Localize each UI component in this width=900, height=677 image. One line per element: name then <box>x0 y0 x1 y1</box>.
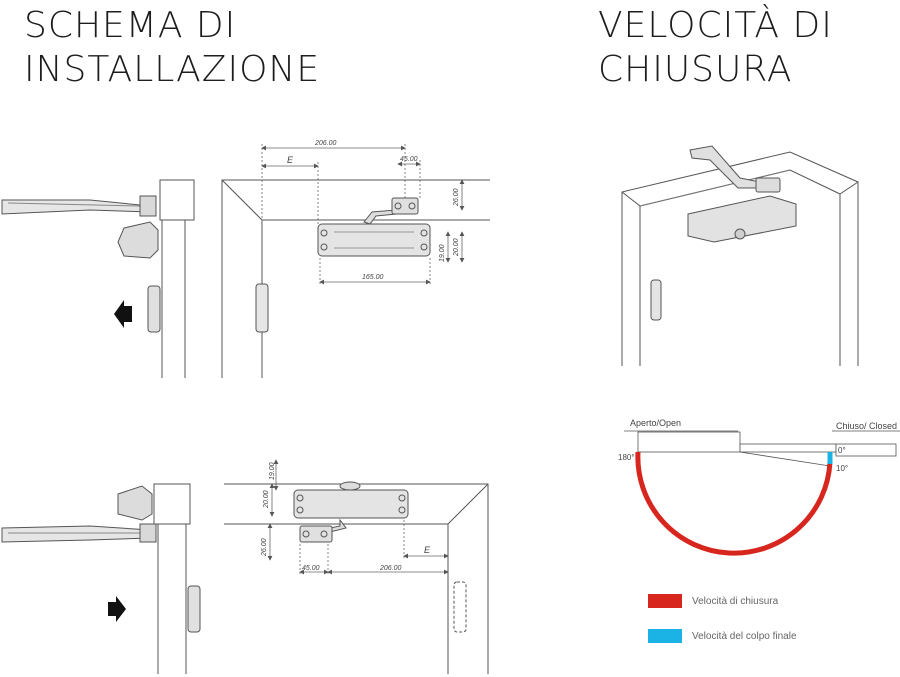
hinge <box>147 285 161 333</box>
closing-speed-arc <box>635 451 833 556</box>
dim-e: E <box>287 155 294 165</box>
hinge <box>187 585 201 633</box>
dim-20: 20.00 <box>263 490 270 509</box>
hinge <box>255 283 269 333</box>
hinge-hidden <box>453 581 467 633</box>
bottom-front-view: 19.00 20.00 26.00 45.00 206.00 E <box>224 459 489 674</box>
hinge <box>650 279 662 321</box>
dim-e: E <box>424 545 431 555</box>
bottom-side-view <box>1 483 201 674</box>
legend-final-stroke: Velocità del colpo finale <box>648 629 797 643</box>
top-front-view: 206.00 E 45.00 26.00 19.00 20.00 165.00 <box>221 140 490 378</box>
closer-body-side <box>117 485 153 521</box>
dim-45: 45.00 <box>400 156 418 163</box>
dim-45: 45.00 <box>302 565 320 572</box>
dim-206: 206.00 <box>314 140 337 147</box>
frame-head <box>153 483 191 525</box>
closing-speed-title: VELOCITÀ DI CHIUSURA <box>598 4 833 92</box>
frame-section <box>835 443 897 457</box>
closer-body <box>687 195 797 243</box>
closer-body <box>293 489 409 519</box>
legend-closing-speed: Velocità di chiusura <box>648 594 778 608</box>
closer-body <box>317 223 431 257</box>
dim-20: 20.00 <box>453 238 460 257</box>
door-leaf <box>739 443 837 453</box>
dim-19: 19.00 <box>269 462 276 480</box>
direction-arrow-left-icon <box>114 300 132 328</box>
angle-0-label: 0° <box>838 446 846 455</box>
angle-180-label: 180° <box>618 453 635 462</box>
frame-head <box>159 179 195 221</box>
bracket <box>391 197 419 215</box>
title-left-line2: INSTALLAZIONE <box>24 49 321 90</box>
angle-10-label: 10° <box>836 464 848 473</box>
top-side-view <box>1 179 195 378</box>
dim-19: 19.00 <box>439 244 446 262</box>
legend-swatch-red <box>648 594 682 608</box>
dim-26: 26.00 <box>261 538 268 557</box>
open-door-leaf <box>637 431 741 453</box>
legend-swatch-blue <box>648 629 682 643</box>
legend-label: Velocità di chiusura <box>692 595 779 607</box>
title-right-line2: CHIUSURA <box>598 49 793 90</box>
dim-165: 165.00 <box>362 274 384 281</box>
closed-label: Chiuso/ Closed <box>836 421 897 431</box>
dim-26: 26.00 <box>453 188 460 207</box>
closer-body-side <box>117 221 159 259</box>
arm-shoe <box>139 195 157 217</box>
closer-arm <box>1 199 151 215</box>
installation-schema-title: SCHEMA DI INSTALLAZIONE <box>24 4 320 92</box>
closing-speed-diagram: Aperto/Open Chiuso/ Closed 180° 0° 10° <box>618 418 900 556</box>
title-right-line1: VELOCITÀ DI <box>598 5 833 46</box>
open-label: Aperto/Open <box>630 418 681 428</box>
bracket <box>299 525 333 543</box>
arm-shoe <box>139 523 157 543</box>
dim-206: 206.00 <box>379 565 402 572</box>
title-left-line1: SCHEMA DI <box>24 5 237 46</box>
arm <box>363 209 397 225</box>
frame-inner <box>224 523 449 674</box>
legend-label: Velocità del colpo finale <box>692 630 797 642</box>
closer-arm <box>1 525 151 543</box>
door-frame <box>621 151 859 366</box>
door-closer-illustration <box>621 145 859 366</box>
direction-arrow-right-icon <box>108 596 126 622</box>
